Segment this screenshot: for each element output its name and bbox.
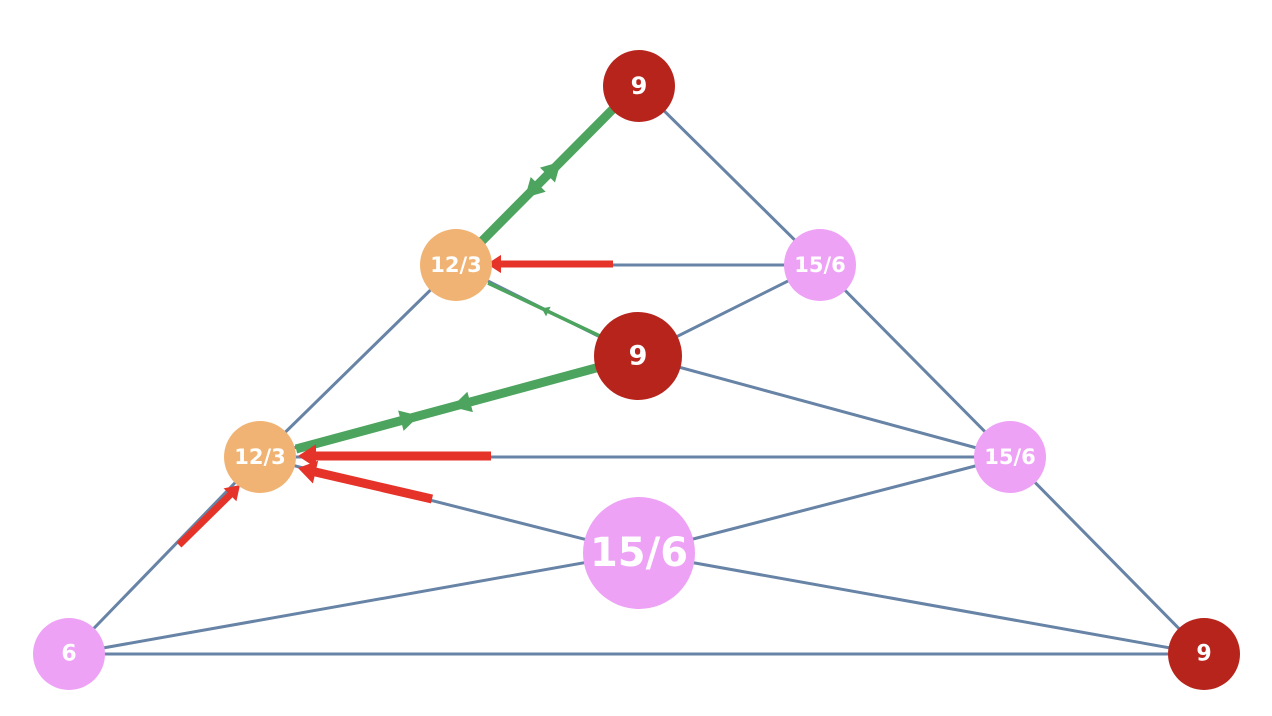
node-top-label: 9 <box>631 72 648 100</box>
flow-red-center-lower-to-left-mid-shaft <box>312 467 434 504</box>
edge-top-right-upper <box>637 84 822 267</box>
node-center-upper: 9 <box>594 312 682 400</box>
edge-right-mid-center-lower <box>638 455 1011 555</box>
flow-green-center-upper-to-left-mid-marker-0 <box>451 391 473 413</box>
flow-red-center-lower-to-left-mid-arrowhead <box>298 460 319 484</box>
node-right-upper-circle <box>784 229 856 301</box>
edge-center-upper-right-mid <box>637 354 1011 459</box>
node-bottom-left: 6 <box>33 618 105 690</box>
node-left-mid-label: 12/3 <box>234 445 286 469</box>
node-right-mid: 15/6 <box>974 421 1046 493</box>
node-top-circle <box>603 50 675 122</box>
node-left-upper-circle <box>420 229 492 301</box>
edge-center-lower-bottom-left <box>68 551 640 656</box>
flow-green-center-upper-to-left-mid-marker-1 <box>398 410 420 431</box>
node-center-lower: 15/6 <box>583 497 695 609</box>
edge-right-mid-bottom-right <box>1008 455 1206 656</box>
node-center-lower-label: 15/6 <box>590 530 688 576</box>
flow-red-right-mid-to-left-mid-arrowhead <box>298 444 316 468</box>
node-bottom-left-label: 6 <box>61 642 76 667</box>
node-bottom-right: 9 <box>1168 618 1240 690</box>
node-right-upper-label: 15/6 <box>794 253 846 277</box>
flow-red-bottom-left-to-left-mid-shaft <box>176 491 234 548</box>
nodes-layer: 9 12/3 15/6 9 12/3 15/6 15/6 6 <box>33 50 1240 690</box>
node-left-upper: 12/3 <box>420 229 492 301</box>
flow-red-bottom-left-to-left-mid-arrowhead <box>223 485 240 502</box>
flows-layer <box>176 104 618 548</box>
node-top: 9 <box>603 50 675 122</box>
node-bottom-right-circle <box>1168 618 1240 690</box>
node-right-mid-label: 15/6 <box>984 445 1036 469</box>
flow-green-center-upper-to-left-mid-line <box>294 363 598 454</box>
flow-green-left-upper-to-center-upper-marker-0 <box>541 306 551 317</box>
edge-center-lower-bottom-right <box>638 551 1205 656</box>
flow-green-top-to-left-upper-marker-1 <box>524 176 546 198</box>
flow-red-right-upper-to-left-upper-arrowhead <box>487 254 501 274</box>
node-center-upper-circle <box>594 312 682 400</box>
flow-green-top-to-left-upper-marker-0 <box>540 161 561 183</box>
node-left-mid: 12/3 <box>224 421 296 493</box>
node-center-lower-circle <box>583 497 695 609</box>
node-bottom-left-circle <box>33 618 105 690</box>
node-right-upper: 15/6 <box>784 229 856 301</box>
node-left-mid-circle <box>224 421 296 493</box>
node-center-upper-label: 9 <box>629 341 648 372</box>
node-left-upper-label: 12/3 <box>430 253 482 277</box>
edge-right-upper-right-mid <box>818 263 1012 459</box>
node-right-mid-circle <box>974 421 1046 493</box>
edge-left-upper-left-mid <box>258 263 458 459</box>
node-bottom-right-label: 9 <box>1196 642 1211 667</box>
